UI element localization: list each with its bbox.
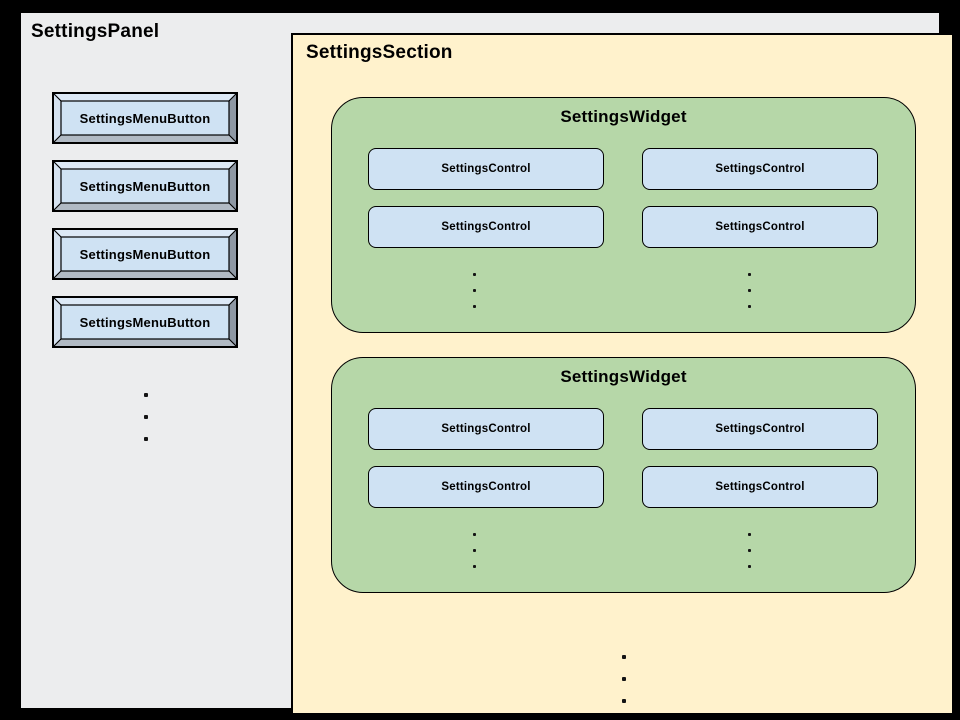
ellipsis-vertical — [473, 526, 476, 574]
settings-controls-grid: SettingsControl SettingsControl Settings… — [368, 408, 878, 508]
ellipsis-vertical — [622, 646, 626, 712]
settings-menu-button-label: SettingsMenuButton — [79, 314, 211, 330]
settings-control[interactable]: SettingsControl — [368, 148, 604, 190]
settings-control[interactable]: SettingsControl — [642, 408, 878, 450]
settings-control-label: SettingsControl — [715, 423, 805, 435]
settings-widget-title: SettingsWidget — [560, 107, 687, 126]
settings-control[interactable]: SettingsControl — [642, 148, 878, 190]
settings-control-label: SettingsControl — [441, 481, 531, 493]
settings-menu-button[interactable]: SettingsMenuButton — [52, 296, 238, 348]
ellipsis-dot — [748, 548, 751, 552]
settings-control[interactable]: SettingsControl — [368, 466, 604, 508]
settings-menu-button[interactable]: SettingsMenuButton — [52, 228, 238, 280]
settings-control-label: SettingsControl — [441, 423, 531, 435]
ellipsis-dot — [144, 437, 148, 441]
settings-control[interactable]: SettingsControl — [642, 466, 878, 508]
settings-control[interactable]: SettingsControl — [368, 408, 604, 450]
settings-widget: SettingsWidget SettingsControl SettingsC… — [331, 357, 916, 593]
settings-widget: SettingsWidget SettingsControl SettingsC… — [331, 97, 916, 333]
settings-panel: SettingsPanel SettingsMenuButton Setting… — [21, 13, 954, 715]
ellipsis-dot — [748, 304, 751, 308]
settings-control-label: SettingsControl — [441, 221, 531, 233]
ellipsis-vertical — [748, 266, 751, 314]
settings-control-label: SettingsControl — [715, 481, 805, 493]
ellipsis-dot — [473, 564, 476, 568]
ellipsis-vertical — [473, 266, 476, 314]
settings-control-label: SettingsControl — [441, 163, 531, 175]
ellipsis-dot — [622, 677, 626, 681]
settings-menu-button-label: SettingsMenuButton — [79, 178, 211, 194]
ellipsis-vertical — [144, 384, 148, 450]
settings-panel-title: SettingsPanel — [31, 21, 160, 42]
ellipsis-dot — [473, 548, 476, 552]
settings-menu-button-label: SettingsMenuButton — [79, 110, 211, 126]
settings-section: SettingsSection SettingsWidget SettingsC… — [291, 33, 954, 715]
ellipsis-dot — [748, 532, 751, 536]
settings-menu-button[interactable]: SettingsMenuButton — [52, 160, 238, 212]
ellipsis-dot — [473, 304, 476, 308]
ellipsis-dot — [473, 272, 476, 276]
settings-widget-title: SettingsWidget — [560, 367, 687, 386]
ellipsis-dot — [473, 288, 476, 292]
settings-controls-grid: SettingsControl SettingsControl Settings… — [368, 148, 878, 248]
ellipsis-vertical — [748, 526, 751, 574]
settings-menu-button[interactable]: SettingsMenuButton — [52, 92, 238, 144]
ellipsis-dot — [622, 699, 626, 703]
settings-control[interactable]: SettingsControl — [642, 206, 878, 248]
settings-control[interactable]: SettingsControl — [368, 206, 604, 248]
ellipsis-dot — [473, 532, 476, 536]
settings-control-label: SettingsControl — [715, 221, 805, 233]
ellipsis-dot — [748, 272, 751, 276]
ellipsis-dot — [748, 288, 751, 292]
ellipsis-dot — [144, 415, 148, 419]
ellipsis-dot — [748, 564, 751, 568]
ellipsis-dot — [144, 393, 148, 397]
settings-section-title: SettingsSection — [306, 42, 453, 63]
settings-control-label: SettingsControl — [715, 163, 805, 175]
ellipsis-dot — [622, 655, 626, 659]
settings-menu-button-label: SettingsMenuButton — [79, 246, 211, 262]
